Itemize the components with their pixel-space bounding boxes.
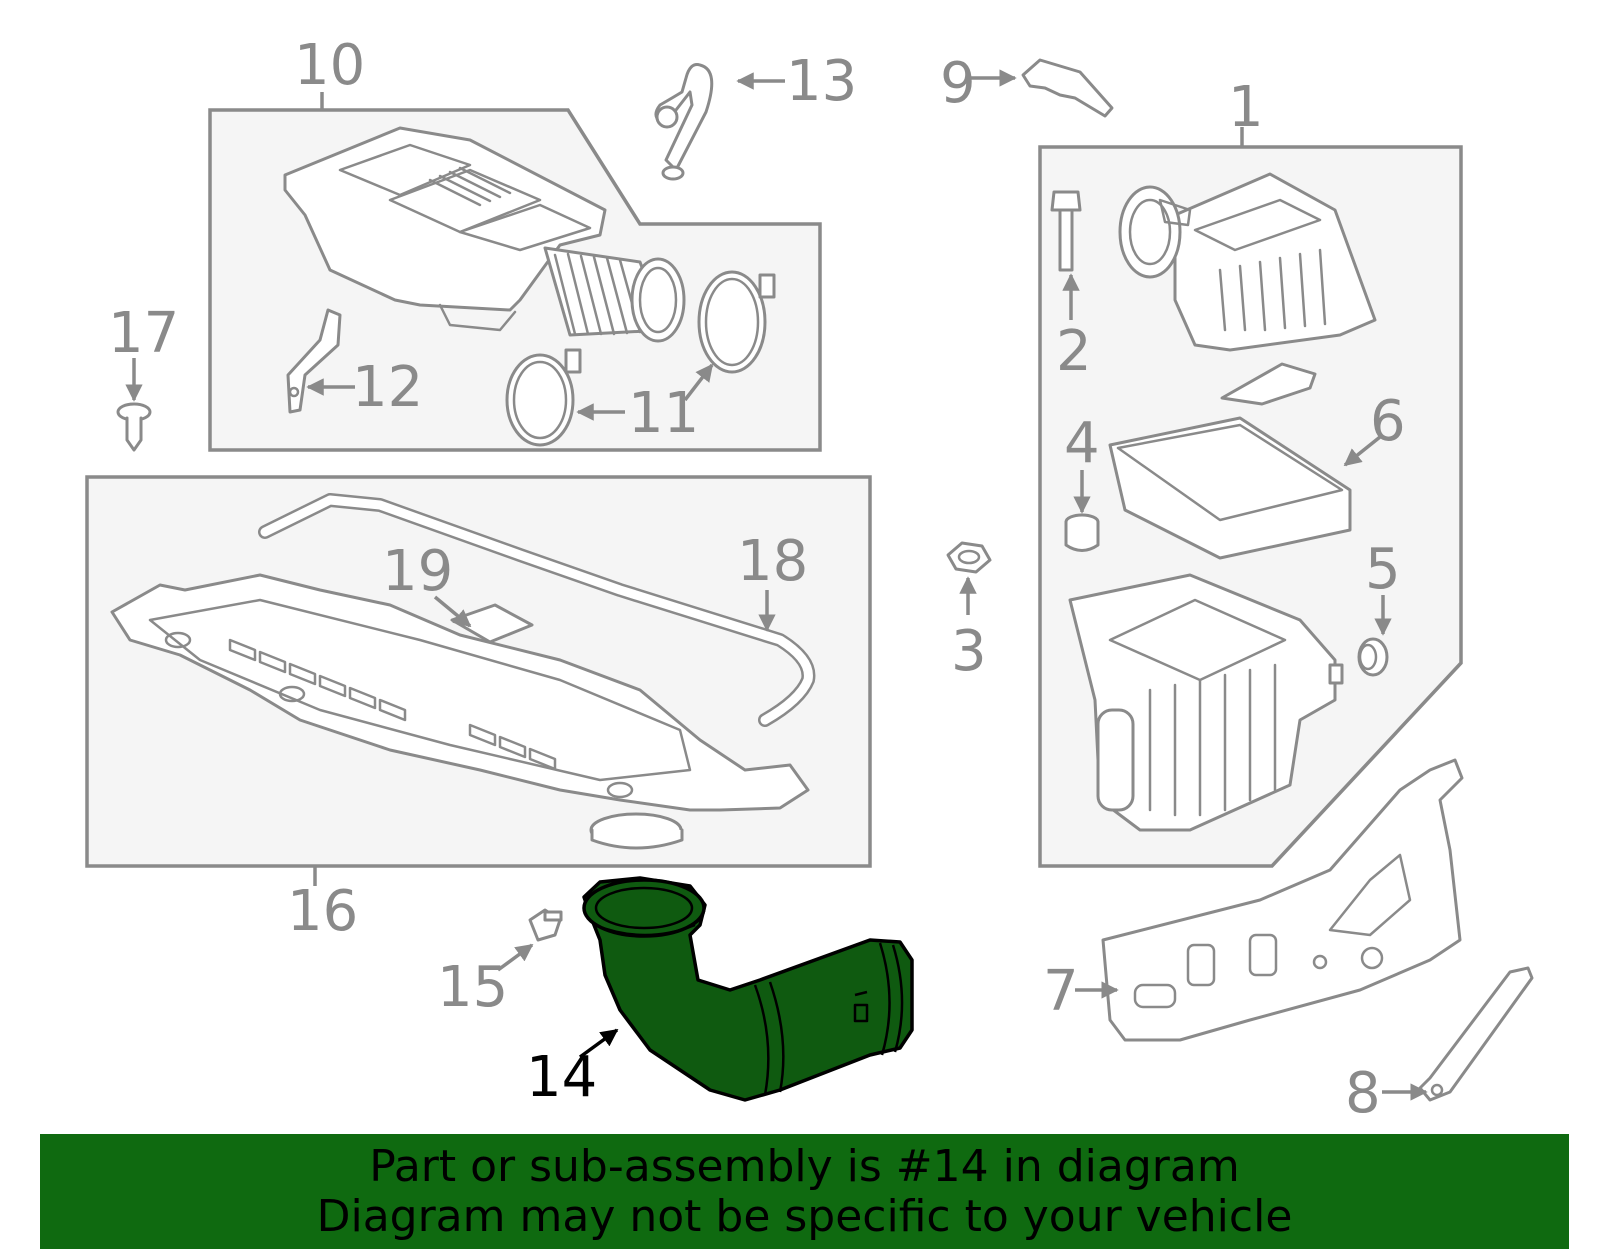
air-cleaner-duct-part-10 (283, 126, 686, 343)
hose-clamp-part-11 (505, 270, 776, 447)
callout-3: 3 (951, 619, 987, 684)
push-pin-part-17 (116, 402, 152, 452)
callout-5: 5 (1365, 537, 1401, 602)
grommet-part-5 (1357, 637, 1389, 677)
banner-line-2: Diagram may not be specific to your vehi… (316, 1191, 1293, 1242)
callout-1: 1 (1228, 75, 1264, 140)
callout-6: 6 (1370, 389, 1406, 454)
plug-part-15 (528, 908, 563, 942)
nut-part-3 (946, 541, 992, 574)
brace-part-8 (1418, 966, 1534, 1102)
callout-7: 7 (1043, 959, 1079, 1024)
air-cleaner-cover-part-1 (1118, 172, 1377, 352)
callout-4: 4 (1064, 411, 1100, 476)
callout-10: 10 (294, 33, 365, 98)
banner-line-1: Part or sub-assembly is #14 in diagram (369, 1141, 1240, 1192)
gasket-plate (1220, 362, 1317, 406)
callout-labels: 1 2 3 4 5 6 7 8 9 10 11 12 13 14 15 16 1… (108, 33, 1406, 1126)
vent-hose-part-13 (654, 63, 714, 181)
drain-tube-part-18 (258, 493, 816, 727)
info-banner: Part or sub-assembly is #14 in diagram D… (40, 1134, 1569, 1249)
leader-lines (125, 69, 1428, 1101)
callout-8: 8 (1345, 1061, 1381, 1126)
callout-16: 16 (287, 879, 358, 944)
callout-13: 13 (786, 49, 857, 114)
clip-part-9 (1021, 58, 1114, 118)
bolt-part-2 (1050, 190, 1082, 272)
callout-14: 14 (526, 1045, 597, 1110)
callout-18: 18 (737, 529, 808, 594)
support-bracket-part-7 (1101, 758, 1464, 1042)
callout-15: 15 (437, 955, 508, 1020)
callout-12: 12 (352, 355, 423, 420)
callout-17: 17 (108, 301, 179, 366)
resonator-part-16 (110, 573, 810, 850)
air-intake-duct-part-14 (582, 876, 914, 1102)
bracket-part-12 (286, 308, 342, 414)
air-cleaner-housing-part-1 (1068, 573, 1344, 832)
callout-2: 2 (1056, 319, 1092, 384)
callout-11: 11 (628, 381, 699, 446)
air-filter-part-6 (1108, 416, 1352, 560)
callout-9: 9 (940, 51, 976, 116)
callout-19: 19 (382, 539, 453, 604)
label-part-19 (450, 603, 534, 644)
grommet-part-4 (1064, 513, 1100, 552)
